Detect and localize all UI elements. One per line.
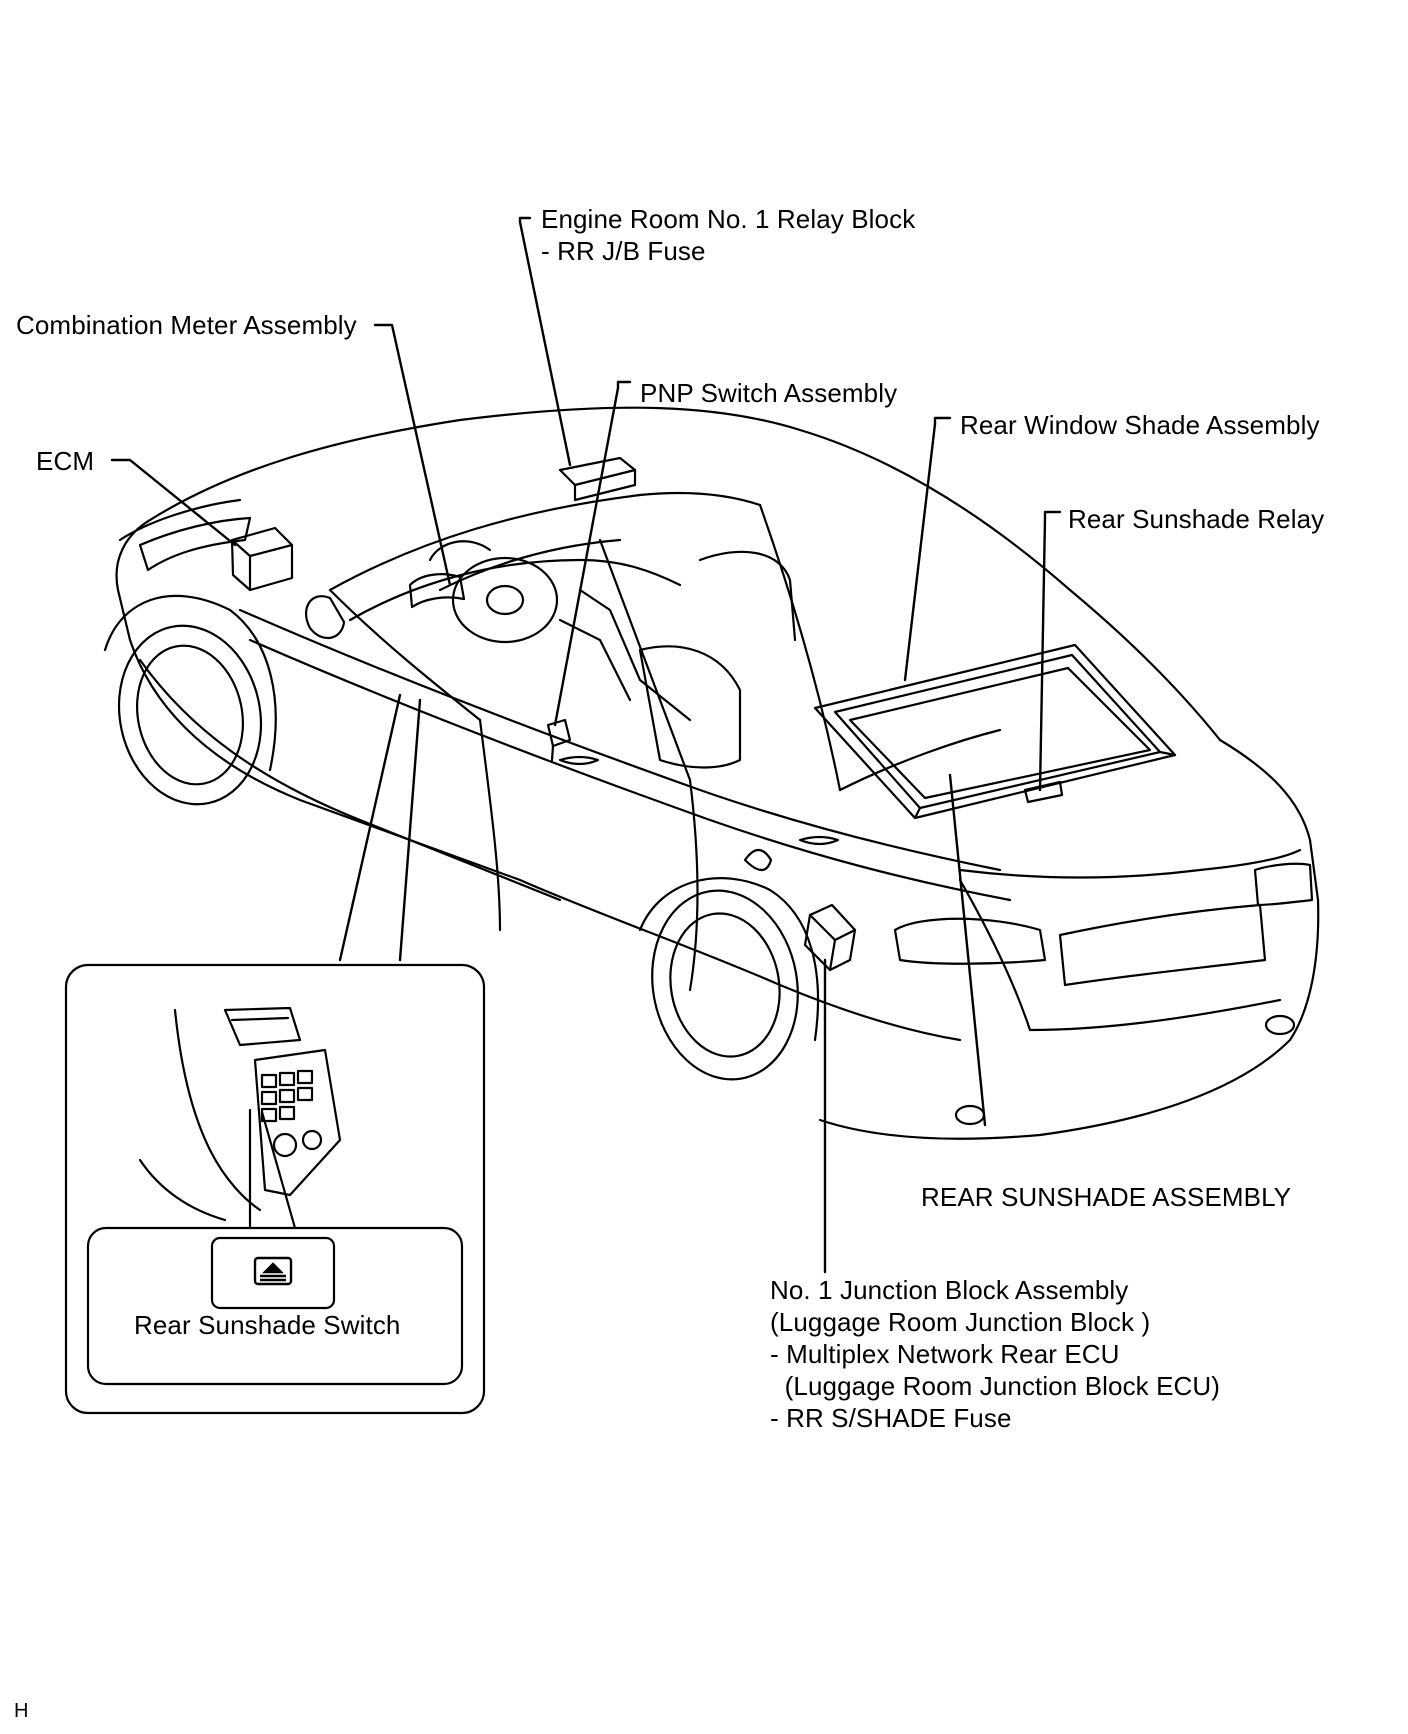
pnp-switch [546, 718, 572, 762]
rear-sunshade-frame [813, 643, 1177, 820]
label-rear-sunshade-relay: Rear Sunshade Relay [1068, 504, 1325, 534]
label-rear-window-shade: Rear Window Shade Assembly [960, 410, 1320, 440]
label-combination-meter: Combination Meter Assembly [16, 310, 357, 340]
leader-lines [110, 216, 1062, 1274]
label-junction-block-4: (Luggage Room Junction Block ECU) [770, 1371, 1221, 1401]
label-ecm: ECM [36, 446, 95, 476]
label-junction-block-5: - RR S/SHADE Fuse [770, 1403, 1012, 1433]
car-outline [103, 406, 1320, 1140]
figure-code: H [14, 1700, 29, 1722]
label-junction-block-2: (Luggage Room Junction Block ) [770, 1307, 1151, 1337]
ecm-module [230, 526, 294, 592]
combination-meter [408, 573, 466, 609]
engine-room-relay-block [558, 456, 637, 502]
label-rear-sunshade-switch: Rear Sunshade Switch [134, 1310, 401, 1340]
switch-inset [64, 963, 486, 1415]
label-junction-block-3: - Multiplex Network Rear ECU [770, 1339, 1120, 1369]
interior-outline [348, 540, 797, 769]
label-pnp-switch: PNP Switch Assembly [640, 378, 898, 408]
label-junction-block-1: No. 1 Junction Block Assembly [770, 1275, 1129, 1305]
label-engine-room-relay-block: Engine Room No. 1 Relay Block [541, 204, 916, 234]
sunshade-switch-icon [253, 1256, 293, 1286]
junction-block [803, 903, 857, 972]
label-rear-sunshade-assembly: REAR SUNSHADE ASSEMBLY [921, 1182, 1292, 1212]
label-rrjb-fuse: - RR J/B Fuse [541, 236, 706, 266]
